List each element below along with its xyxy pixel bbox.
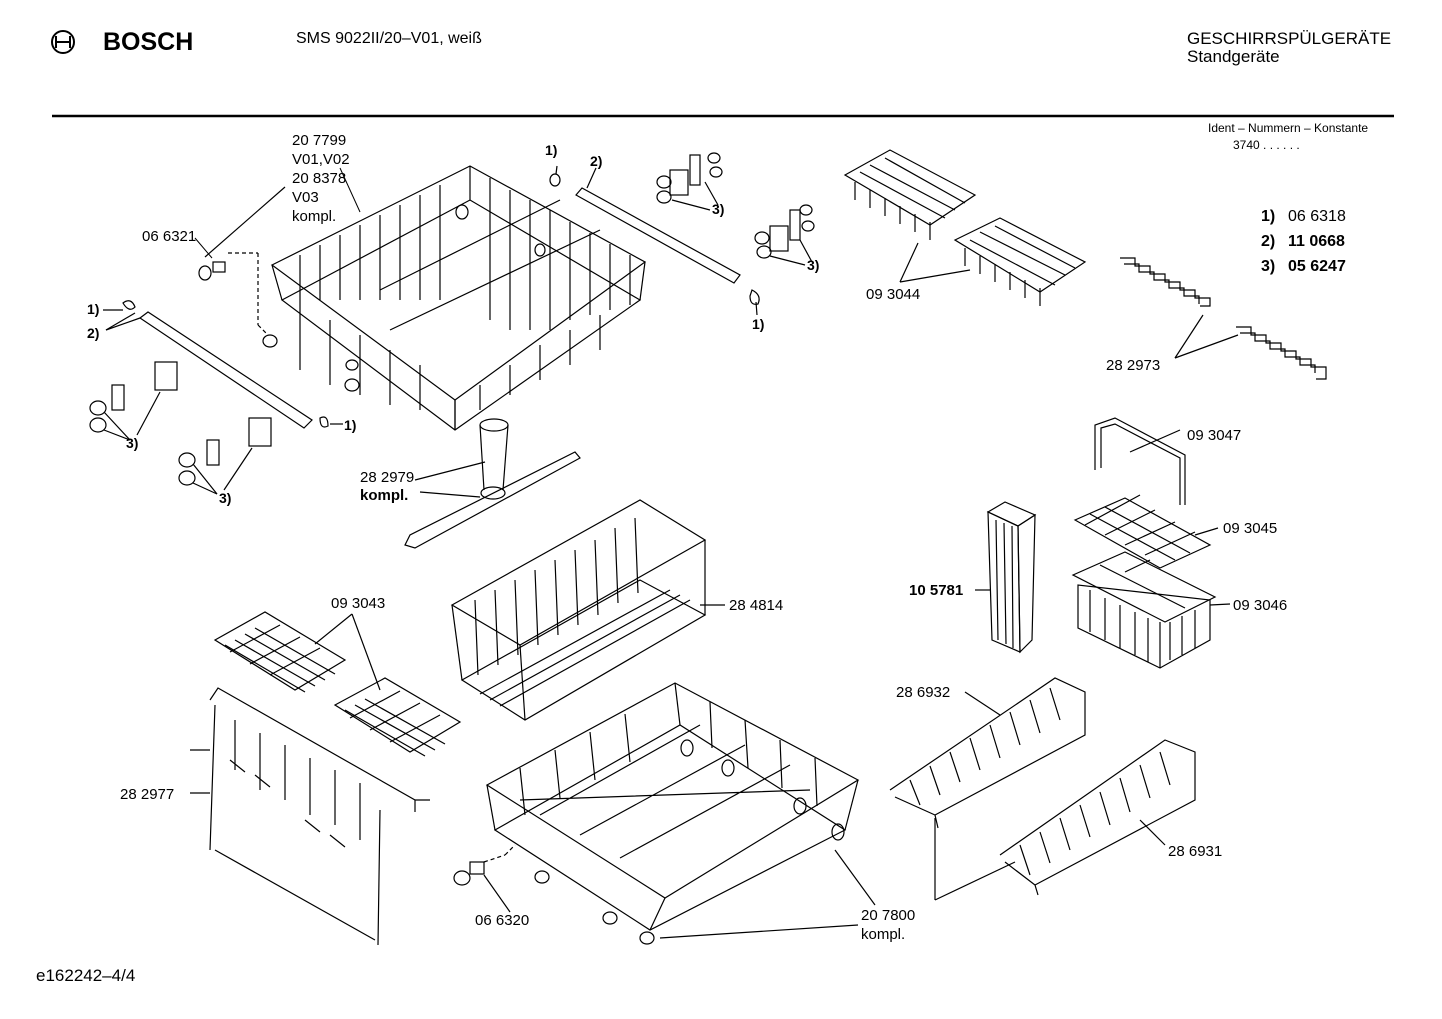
callout-ref-1: 1) <box>752 316 765 332</box>
category-title: GESCHIRRSPÜLGERÄTE <box>1187 29 1392 48</box>
callout-093044: 09 3044 <box>866 286 921 303</box>
callout-upper-basket-line: 20 8378 <box>292 170 347 187</box>
callout-upper-basket-line: V03 <box>292 189 319 206</box>
legend-part: 05 6247 <box>1288 258 1346 275</box>
callout-ref-2: 2) <box>87 325 100 341</box>
callout-ref-1: 1) <box>344 417 357 433</box>
part-093047-drawing <box>1094 417 1186 505</box>
rail-right-drawing <box>549 165 760 316</box>
callout-ref-2: 2) <box>590 153 603 169</box>
document-id: e162242–4/4 <box>36 966 136 985</box>
part-066321-drawing <box>198 252 269 336</box>
callout-ref-3: 3) <box>807 257 820 273</box>
callout-upper-basket-line: kompl. <box>292 208 337 225</box>
rail-left-drawing <box>103 300 343 429</box>
callout-upper-basket-line: 20 7799 <box>292 132 347 149</box>
callout-207800: 20 7800 <box>861 907 916 924</box>
callout-284814: 28 4814 <box>729 597 784 614</box>
callout-ref-3: 3) <box>712 201 725 217</box>
callout-ref-3: 3) <box>126 435 139 451</box>
subcategory-title: Standgeräte <box>1187 47 1280 66</box>
lower-basket-drawing <box>485 682 876 945</box>
part-066320-drawing <box>453 844 516 913</box>
callout-ref-3: 3) <box>219 490 232 506</box>
part-282977-drawing <box>190 687 430 946</box>
callout-207800-kompl: kompl. <box>861 926 906 943</box>
callout-282973: 28 2973 <box>1106 357 1161 374</box>
upper-basket-drawing <box>262 165 647 431</box>
part-093045-drawing <box>1073 494 1219 569</box>
part-286932-drawing <box>889 677 1086 900</box>
callout-286931: 28 6931 <box>1168 843 1223 860</box>
callout-286932: 28 6932 <box>896 684 951 701</box>
legend-part: 06 6318 <box>1288 208 1346 225</box>
part-286931-drawing <box>934 739 1196 901</box>
callout-066321: 06 6321 <box>142 228 197 245</box>
callout-ref-1: 1) <box>545 142 558 158</box>
legend-part: 11 0668 <box>1288 233 1345 250</box>
spray-arm-drawing <box>404 418 581 549</box>
callout-093043: 09 3043 <box>331 595 386 612</box>
legend-key: 1) <box>1261 208 1276 225</box>
callout-kompl: kompl. <box>360 487 409 504</box>
callout-282977: 28 2977 <box>120 786 175 803</box>
bosch-logo-icon <box>51 30 75 54</box>
part-105781-drawing <box>975 501 1037 654</box>
callout-105781: 10 5781 <box>909 582 964 599</box>
part-282973-drawing <box>1120 257 1327 380</box>
clips-top-right-drawing <box>656 152 815 266</box>
ident-value: 3740 . . . . . . <box>1233 138 1300 152</box>
model-number: SMS 9022II/20–V01, weiß <box>296 30 482 47</box>
callout-282979: 28 2979 <box>360 469 415 486</box>
legend-key: 3) <box>1261 258 1276 275</box>
callout-066320: 06 6320 <box>475 912 530 929</box>
callout-upper-basket-line: V01,V02 <box>292 151 350 168</box>
part-093046-drawing <box>1071 551 1231 669</box>
callout-093045: 09 3045 <box>1223 520 1278 537</box>
callout-093047: 09 3047 <box>1187 427 1242 444</box>
callout-093046: 09 3046 <box>1233 597 1288 614</box>
legend-key: 2) <box>1261 233 1276 250</box>
part-284814-drawing <box>450 499 725 721</box>
callout-ref-1: 1) <box>87 301 100 317</box>
ident-label: Ident – Nummern – Konstante <box>1208 121 1369 135</box>
rack-093043-drawing <box>213 611 462 757</box>
brand-name: BOSCH <box>103 28 194 56</box>
clips-left-drawing <box>89 361 272 495</box>
rack-093044-drawing <box>843 149 1087 306</box>
